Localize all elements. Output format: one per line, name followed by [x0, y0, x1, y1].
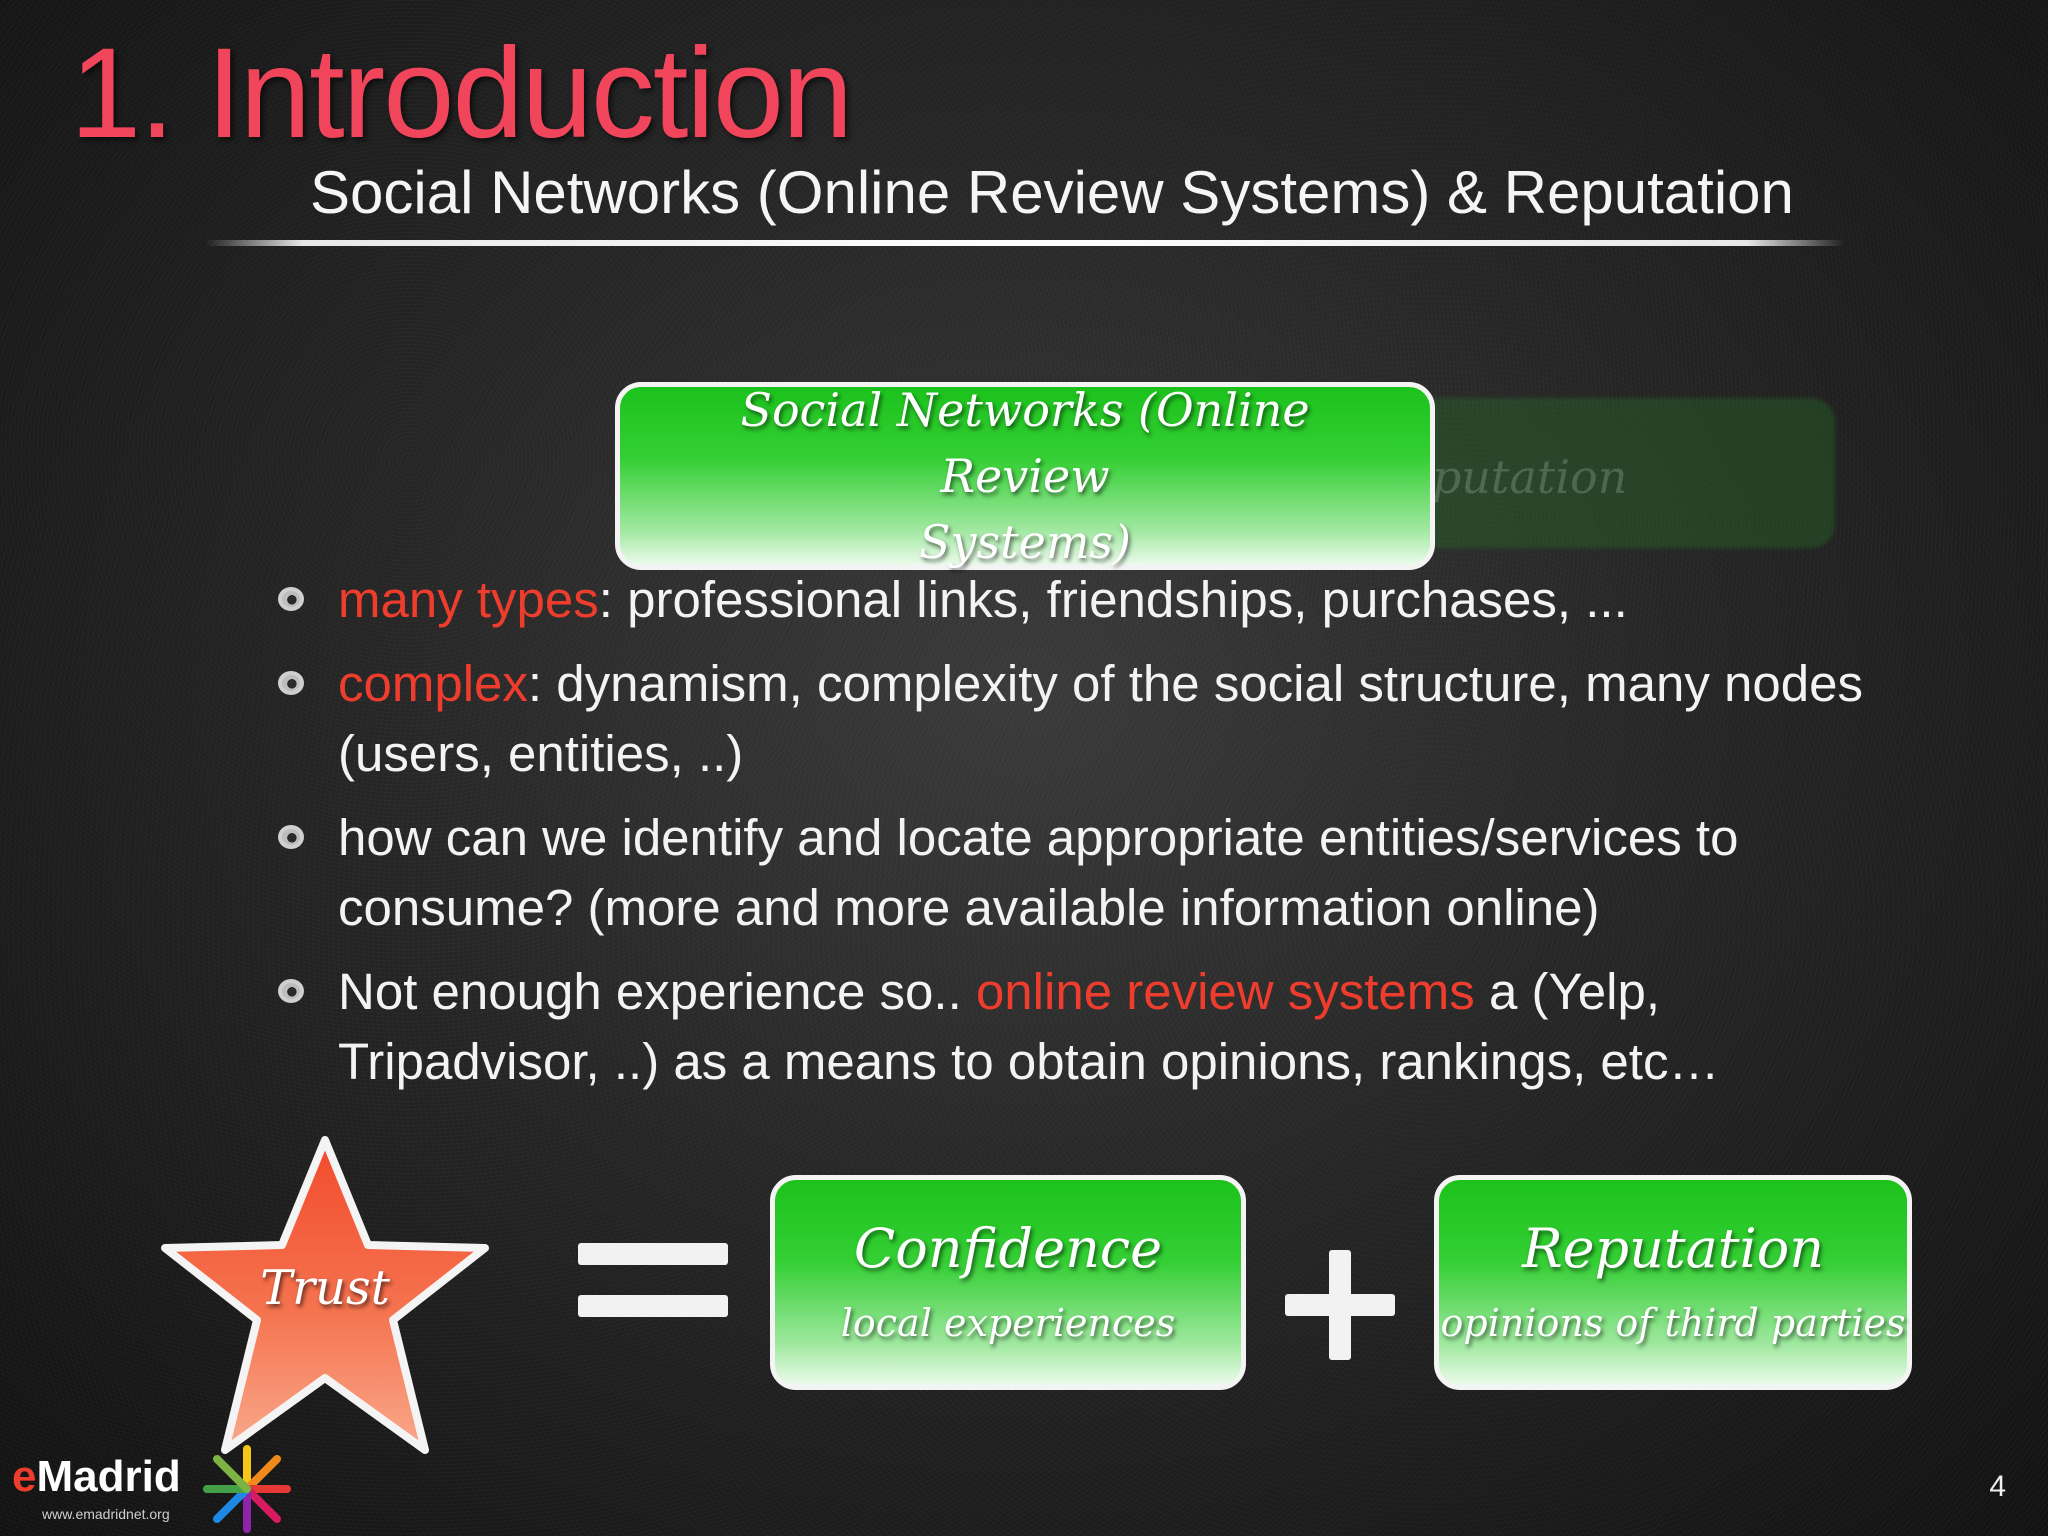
title-divider: [205, 240, 1845, 246]
equals-sign: [578, 1235, 728, 1325]
bullet-highlight: complex: [338, 655, 528, 712]
bullet-item: many types: professional links, friendsh…: [270, 565, 1890, 635]
equals-bar-bottom: [578, 1295, 728, 1317]
bullet-text-pre: Not enough experience so..: [338, 963, 976, 1020]
social-networks-box-line2: Systems): [919, 515, 1131, 569]
bullet-text-post: a (Yelp, Tripadvisor, ..) as a means to …: [338, 963, 1720, 1090]
trust-star: Trust: [150, 1130, 500, 1465]
star-icon: [161, 1136, 489, 1454]
social-networks-box: Social Networks (Online Review Systems): [615, 382, 1435, 570]
plus-bar-vertical: [1329, 1250, 1351, 1360]
bullet-text: : professional links, friendships, purch…: [598, 571, 1628, 628]
trust-label: Trust: [260, 1260, 390, 1316]
logo-burst-icon: [203, 1445, 291, 1533]
bullet-text: how can we identify and locate appropria…: [338, 809, 1739, 936]
logo-url: www.emadridnet.org: [42, 1506, 170, 1522]
reputation-box: Reputation opinions of third parties: [1434, 1175, 1912, 1390]
bullet-item: complex: dynamism, complexity of the soc…: [270, 649, 1890, 789]
reputation-subtitle: opinions of third parties: [1440, 1300, 1906, 1345]
confidence-title: Confidence: [853, 1216, 1163, 1280]
bullet-highlight: many types: [338, 571, 599, 628]
confidence-box: Confidence local experiences: [770, 1175, 1246, 1390]
bullet-highlight: online review systems: [975, 963, 1475, 1020]
bullet-list: many types: professional links, friendsh…: [270, 565, 1890, 1111]
emadrid-logo: eMadrid www.emadridnet.org: [12, 1445, 302, 1533]
slide-title: 1. Introduction: [70, 22, 853, 165]
page-number: 4: [1989, 1470, 2006, 1503]
bullet-swirl-icon: [278, 671, 304, 695]
reputation-title: Reputation: [1521, 1216, 1825, 1280]
bullet-swirl-icon: [278, 825, 304, 849]
bullet-item: how can we identify and locate appropria…: [270, 803, 1890, 943]
bullet-swirl-icon: [278, 587, 304, 611]
bullet-item: Not enough experience so.. online review…: [270, 957, 1890, 1097]
logo-wordmark: eMadrid: [12, 1452, 181, 1501]
slide-subtitle: Social Networks (Online Review Systems) …: [310, 159, 1794, 226]
equals-bar-top: [578, 1243, 728, 1265]
social-networks-box-line1: Social Networks (Online Review: [740, 383, 1310, 503]
bullet-swirl-icon: [278, 979, 304, 1003]
plus-sign: [1285, 1250, 1395, 1360]
confidence-subtitle: local experiences: [840, 1300, 1176, 1345]
bullet-text: : dynamism, complexity of the social str…: [338, 655, 1863, 782]
